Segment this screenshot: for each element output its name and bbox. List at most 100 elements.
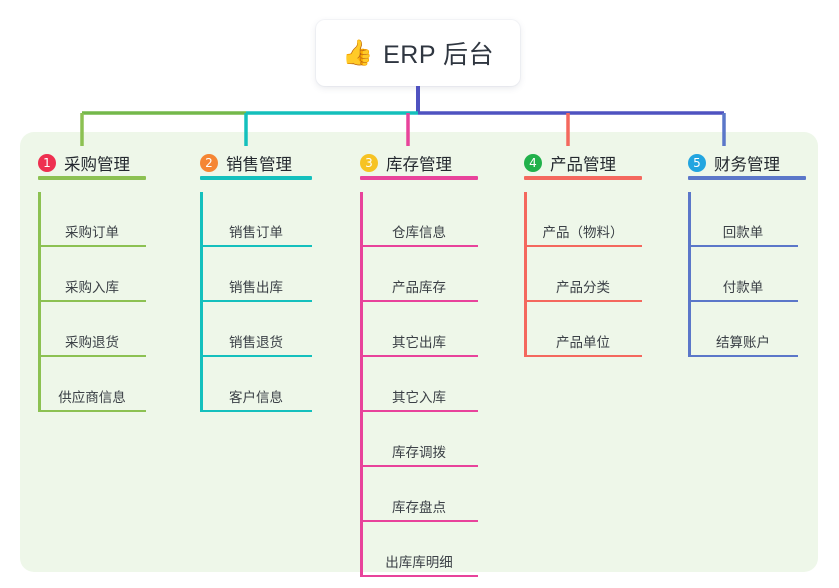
- module-item[interactable]: 出库库明细: [360, 522, 478, 577]
- module-item-underline: [200, 245, 312, 247]
- module-item-list: 销售订单销售出库销售退货客户信息: [200, 192, 312, 412]
- module-item-label: 采购订单: [65, 225, 119, 240]
- module-item-underline: [38, 300, 146, 302]
- module-number-badge: 1: [38, 154, 56, 172]
- module-item-label: 出库库明细: [385, 555, 453, 570]
- module-item[interactable]: 产品分类: [524, 247, 642, 302]
- module-item-label: 其它入库: [392, 390, 446, 405]
- module-item-label: 客户信息: [229, 390, 283, 405]
- module-item-underline: [200, 355, 312, 357]
- module-spine-line: [38, 192, 41, 412]
- module-column-销售管理: 2 销售管理销售订单销售出库销售退货客户信息: [200, 146, 312, 412]
- module-item[interactable]: 销售出库: [200, 247, 312, 302]
- module-column-产品管理: 4 产品管理产品（物料） 产品分类产品单位: [524, 146, 642, 357]
- module-item-label: 库存调拨: [392, 445, 446, 460]
- module-item-underline: [524, 300, 642, 302]
- module-spine-line: [524, 192, 527, 357]
- module-header-underline: [524, 176, 642, 180]
- module-title: 采购管理: [64, 156, 130, 174]
- module-item[interactable]: 客户信息: [200, 357, 312, 412]
- module-item-underline: [200, 300, 312, 302]
- module-item-underline: [38, 410, 146, 412]
- module-item[interactable]: 产品单位: [524, 302, 642, 357]
- module-item[interactable]: 销售退货: [200, 302, 312, 357]
- module-item[interactable]: 仓库信息: [360, 192, 478, 247]
- module-item-label: 销售出库: [229, 280, 283, 295]
- module-item[interactable]: 产品库存: [360, 247, 478, 302]
- module-header-库存管理[interactable]: 3 库存管理: [360, 146, 478, 180]
- module-item-underline: [524, 245, 642, 247]
- module-item-label: 库存盘点: [392, 500, 446, 515]
- module-title: 销售管理: [226, 156, 292, 174]
- module-item-label: 产品单位: [556, 335, 610, 350]
- module-item-underline: [688, 355, 798, 357]
- module-item-underline: [688, 245, 798, 247]
- module-item[interactable]: 销售订单: [200, 192, 312, 247]
- module-item[interactable]: 采购入库: [38, 247, 146, 302]
- root-node-title: ERP 后台: [383, 41, 495, 69]
- root-node-erp-backend[interactable]: 👍 ERP 后台: [316, 20, 520, 86]
- module-item-label: 付款单: [722, 280, 764, 295]
- module-header-underline: [360, 176, 478, 180]
- module-header-财务管理[interactable]: 5 财务管理: [688, 146, 806, 180]
- module-item-list: 回款单付款单结算账户: [688, 192, 798, 357]
- module-item[interactable]: 采购订单: [38, 192, 146, 247]
- module-item-label: 产品库存: [392, 280, 446, 295]
- module-item-underline: [360, 410, 478, 412]
- module-header-underline: [38, 176, 146, 180]
- module-item[interactable]: 库存调拨: [360, 412, 478, 467]
- module-item-label: 采购退货: [65, 335, 119, 350]
- module-item-label: 产品分类: [556, 280, 610, 295]
- module-item-label: 回款单: [722, 225, 764, 240]
- module-title: 库存管理: [386, 156, 452, 174]
- module-item-underline: [360, 575, 478, 577]
- module-item[interactable]: 结算账户: [688, 302, 798, 357]
- thumbs-up-icon: 👍: [341, 38, 374, 67]
- module-header-销售管理[interactable]: 2 销售管理: [200, 146, 312, 180]
- module-item[interactable]: 付款单: [688, 247, 798, 302]
- module-item[interactable]: 回款单: [688, 192, 798, 247]
- module-spine-line: [200, 192, 203, 412]
- module-item-list: 采购订单采购入库采购退货供应商信息: [38, 192, 146, 412]
- module-number-badge: 3: [360, 154, 378, 172]
- module-item-underline: [688, 300, 798, 302]
- module-item[interactable]: 供应商信息: [38, 357, 146, 412]
- module-item-underline: [360, 465, 478, 467]
- module-item-label: 产品（物料）: [542, 225, 624, 240]
- module-header-产品管理[interactable]: 4 产品管理: [524, 146, 642, 180]
- module-title: 产品管理: [550, 156, 616, 174]
- module-item-underline: [38, 355, 146, 357]
- module-number-badge: 5: [688, 154, 706, 172]
- module-item-label: 其它出库: [392, 335, 446, 350]
- module-header-采购管理[interactable]: 1 采购管理: [38, 146, 146, 180]
- module-number-badge: 4: [524, 154, 542, 172]
- module-column-库存管理: 3 库存管理仓库信息产品库存其它出库其它入库库存调拨库存盘点出库库明细: [360, 146, 478, 577]
- module-item-underline: [38, 245, 146, 247]
- module-item[interactable]: 库存盘点: [360, 467, 478, 522]
- module-number-badge: 2: [200, 154, 218, 172]
- module-item-list: 产品（物料） 产品分类产品单位: [524, 192, 642, 357]
- module-header-underline: [688, 176, 806, 180]
- module-item-label: 销售订单: [229, 225, 283, 240]
- module-item[interactable]: 采购退货: [38, 302, 146, 357]
- module-item-list: 仓库信息产品库存其它出库其它入库库存调拨库存盘点出库库明细: [360, 192, 478, 577]
- module-item-label: 采购入库: [65, 280, 119, 295]
- module-item-label: 结算账户: [716, 335, 770, 350]
- module-item[interactable]: 产品（物料）: [524, 192, 642, 247]
- module-item-label: 供应商信息: [58, 390, 126, 405]
- module-column-财务管理: 5 财务管理回款单付款单结算账户: [688, 146, 806, 357]
- modules-panel: [20, 132, 818, 572]
- module-spine-line: [360, 192, 363, 577]
- module-column-采购管理: 1 采购管理采购订单采购入库采购退货供应商信息: [38, 146, 146, 412]
- module-title: 财务管理: [714, 156, 780, 174]
- module-spine-line: [688, 192, 691, 357]
- module-item-underline: [360, 355, 478, 357]
- module-item-label: 销售退货: [229, 335, 283, 350]
- module-item[interactable]: 其它入库: [360, 357, 478, 412]
- module-header-underline: [200, 176, 312, 180]
- module-item[interactable]: 其它出库: [360, 302, 478, 357]
- module-item-underline: [524, 355, 642, 357]
- module-item-underline: [360, 520, 478, 522]
